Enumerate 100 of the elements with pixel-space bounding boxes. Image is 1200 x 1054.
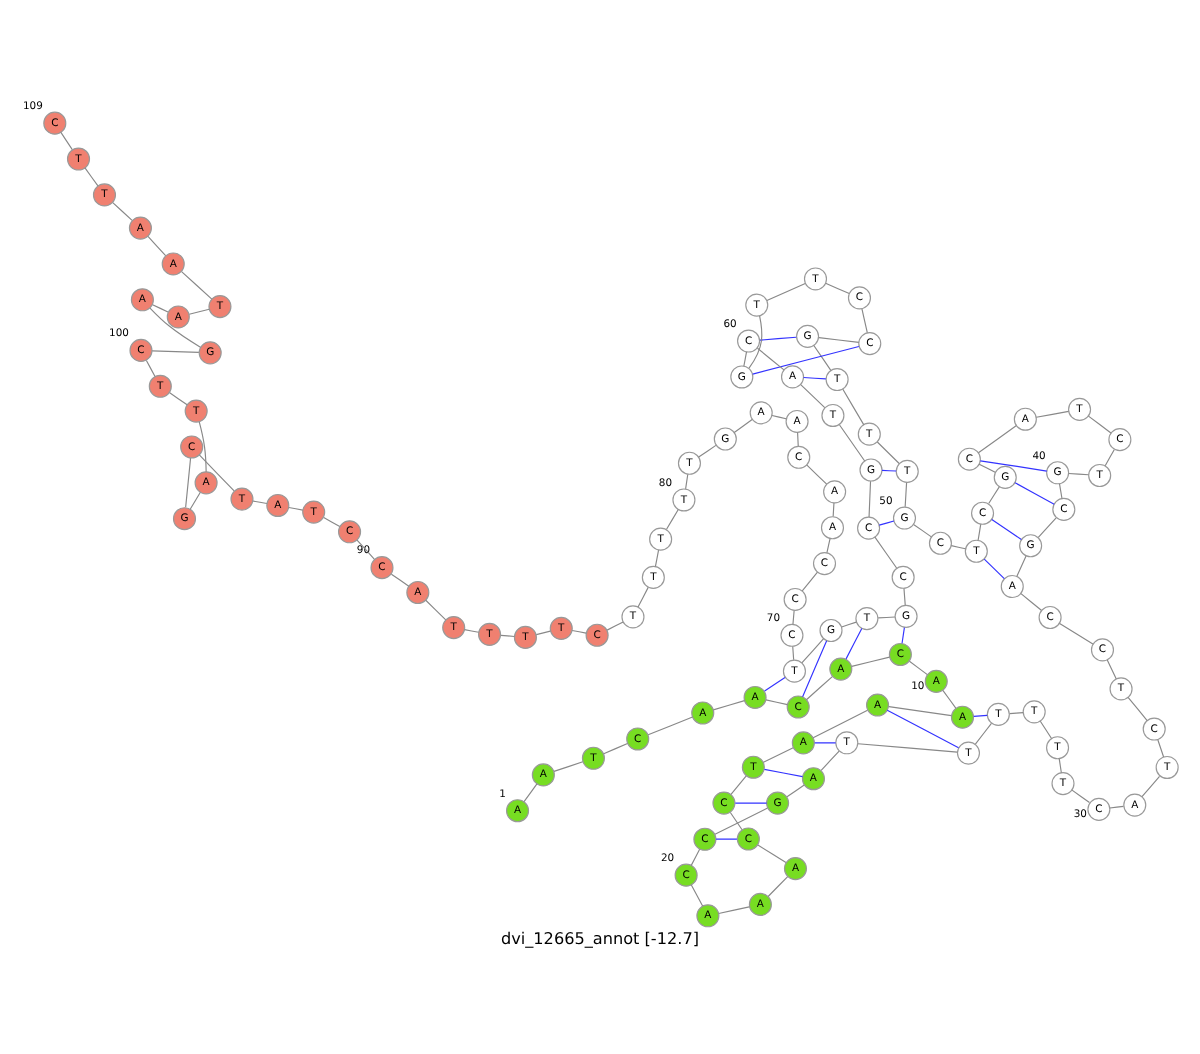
connector — [606, 621, 624, 631]
connector — [112, 202, 133, 221]
connector — [730, 775, 747, 796]
connector — [820, 750, 840, 771]
connector — [977, 523, 982, 541]
connector — [748, 315, 763, 369]
connector — [983, 558, 1005, 580]
connector — [729, 811, 743, 831]
connector — [802, 640, 828, 698]
connector — [842, 388, 865, 426]
connector — [803, 376, 827, 380]
connector — [901, 627, 905, 644]
connector — [425, 599, 447, 621]
connector — [903, 587, 906, 606]
connector — [800, 384, 826, 409]
connector — [665, 508, 679, 530]
connector — [152, 304, 169, 313]
connector — [764, 676, 786, 692]
connector — [1059, 622, 1094, 645]
connector — [145, 359, 156, 378]
connector — [1141, 775, 1161, 798]
connector — [908, 660, 928, 676]
connector — [813, 344, 832, 371]
connector — [1037, 517, 1057, 538]
connector — [733, 418, 753, 434]
connector — [868, 480, 872, 518]
connector — [1157, 739, 1165, 758]
connector — [839, 424, 866, 462]
connector — [1104, 449, 1115, 467]
connector — [881, 469, 897, 472]
connector — [60, 131, 73, 151]
connector — [151, 350, 200, 353]
connector — [786, 784, 805, 798]
connector — [685, 473, 689, 490]
connector — [1014, 482, 1055, 505]
connector — [974, 722, 993, 745]
connector — [500, 634, 516, 638]
connector — [765, 699, 789, 706]
connector — [169, 392, 188, 406]
connector — [988, 486, 1000, 505]
connector — [1039, 720, 1053, 740]
connector — [712, 700, 746, 711]
connector — [654, 549, 660, 567]
connector — [637, 586, 649, 608]
connector — [464, 629, 480, 633]
connector — [84, 167, 99, 187]
connector — [1020, 593, 1042, 611]
connector — [874, 536, 898, 569]
connector — [743, 351, 748, 367]
connector — [571, 629, 587, 634]
connector — [715, 838, 738, 840]
connector — [805, 676, 833, 701]
connector — [756, 347, 785, 371]
connector — [288, 506, 304, 511]
connector — [1071, 789, 1091, 804]
connector — [904, 482, 908, 508]
connector — [603, 742, 629, 755]
connector — [762, 747, 794, 763]
connector — [841, 621, 857, 628]
connector — [149, 307, 201, 348]
connector — [977, 425, 1017, 454]
connector — [877, 616, 896, 619]
connector — [1109, 805, 1124, 809]
connector — [1009, 712, 1024, 715]
connector — [535, 630, 551, 636]
connector — [1016, 555, 1027, 577]
connector — [818, 337, 860, 343]
connector — [647, 716, 694, 736]
connector — [752, 345, 860, 375]
connector — [356, 539, 376, 560]
connector — [1058, 758, 1062, 774]
connector — [734, 802, 768, 804]
connector — [553, 761, 584, 772]
connector — [1127, 696, 1148, 722]
connector — [979, 460, 1048, 472]
connector — [825, 282, 850, 295]
connector — [1058, 483, 1063, 499]
connector — [978, 463, 996, 473]
connector — [198, 421, 207, 473]
connector — [771, 414, 787, 420]
connector — [878, 520, 895, 526]
connector — [857, 743, 958, 753]
connector — [323, 517, 341, 527]
connector — [861, 308, 868, 334]
connector — [814, 742, 837, 744]
connector — [763, 768, 804, 778]
connector — [950, 545, 966, 550]
connector — [1035, 410, 1070, 418]
connector — [826, 538, 831, 554]
connector — [757, 844, 787, 864]
connector — [714, 807, 769, 835]
connector — [851, 656, 891, 667]
connector — [759, 336, 797, 341]
connector — [767, 875, 789, 898]
connector — [913, 524, 932, 538]
connector — [886, 709, 960, 749]
connector — [690, 884, 704, 907]
connector — [876, 441, 900, 465]
connector — [942, 689, 957, 709]
connector — [1106, 659, 1117, 680]
